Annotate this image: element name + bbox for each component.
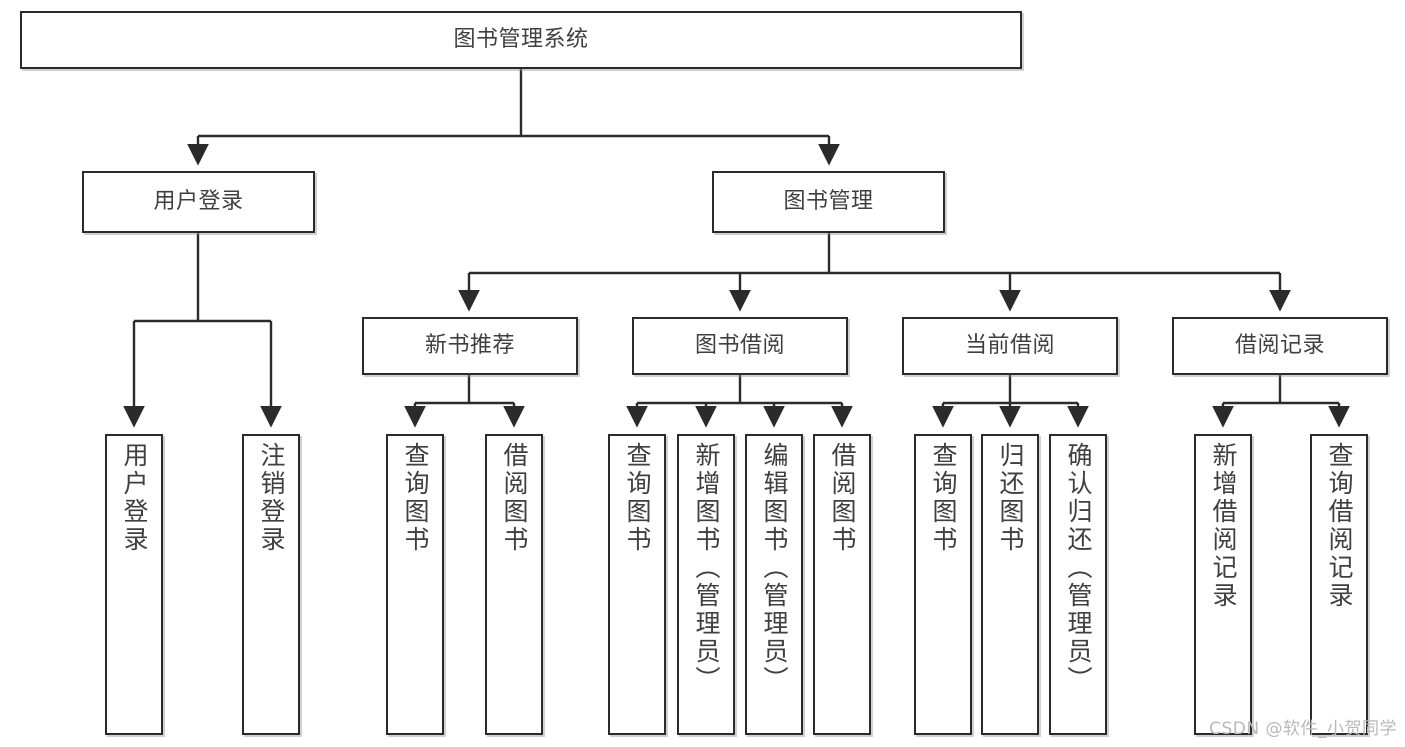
node-user-login[interactable]: 用户登录 bbox=[82, 171, 315, 233]
node-book-borrow-label: 图书借阅 bbox=[694, 332, 785, 358]
node-new-book-recommend-label: 新书推荐 bbox=[424, 332, 515, 358]
leaf-newbook-borrow-label: 借阅图书 bbox=[500, 442, 529, 554]
node-root[interactable]: 图书管理系统 bbox=[20, 11, 1022, 69]
leaf-newbook-query[interactable]: 查询图书 bbox=[386, 434, 444, 735]
node-book-management-label: 图书管理 bbox=[783, 188, 874, 214]
leaf-record-add-label: 新增借阅记录 bbox=[1209, 442, 1238, 610]
leaf-current-query-label: 查询图书 bbox=[929, 442, 958, 554]
leaf-user-login-label: 用户登录 bbox=[120, 442, 149, 554]
leaf-newbook-query-label: 查询图书 bbox=[401, 442, 430, 554]
leaf-borrow-lend-label: 借阅图书 bbox=[828, 442, 857, 554]
leaf-user-logout[interactable]: 注销登录 bbox=[242, 434, 300, 735]
node-book-borrow[interactable]: 图书借阅 bbox=[632, 317, 848, 375]
leaf-current-confirm[interactable]: 确认归还（管理员） bbox=[1049, 434, 1107, 735]
leaf-borrow-query-label: 查询图书 bbox=[623, 442, 652, 554]
leaf-current-return[interactable]: 归还图书 bbox=[981, 434, 1039, 735]
leaf-record-query[interactable]: 查询借阅记录 bbox=[1310, 434, 1368, 735]
leaf-borrow-add-label: 新增图书（管理员） bbox=[692, 442, 721, 694]
leaf-current-query[interactable]: 查询图书 bbox=[914, 434, 972, 735]
leaf-borrow-edit-label: 编辑图书（管理员） bbox=[760, 442, 789, 694]
leaf-borrow-lend[interactable]: 借阅图书 bbox=[813, 434, 871, 735]
leaf-user-logout-label: 注销登录 bbox=[257, 442, 286, 554]
leaf-borrow-query[interactable]: 查询图书 bbox=[608, 434, 666, 735]
node-new-book-recommend[interactable]: 新书推荐 bbox=[362, 317, 578, 375]
leaf-current-confirm-label: 确认归还（管理员） bbox=[1064, 442, 1093, 694]
node-root-label: 图书管理系统 bbox=[453, 26, 589, 52]
node-borrow-record-label: 借阅记录 bbox=[1234, 332, 1325, 358]
node-borrow-record[interactable]: 借阅记录 bbox=[1172, 317, 1388, 375]
leaf-record-query-label: 查询借阅记录 bbox=[1325, 442, 1354, 610]
leaf-current-return-label: 归还图书 bbox=[996, 442, 1025, 554]
leaf-record-add[interactable]: 新增借阅记录 bbox=[1194, 434, 1252, 735]
node-book-management[interactable]: 图书管理 bbox=[712, 171, 945, 233]
node-current-borrow-label: 当前借阅 bbox=[964, 332, 1055, 358]
node-user-login-label: 用户登录 bbox=[153, 188, 244, 214]
leaf-user-login[interactable]: 用户登录 bbox=[105, 434, 163, 735]
leaf-newbook-borrow[interactable]: 借阅图书 bbox=[485, 434, 543, 735]
leaf-borrow-edit[interactable]: 编辑图书（管理员） bbox=[745, 434, 803, 735]
leaf-borrow-add[interactable]: 新增图书（管理员） bbox=[677, 434, 735, 735]
node-current-borrow[interactable]: 当前借阅 bbox=[902, 317, 1118, 375]
